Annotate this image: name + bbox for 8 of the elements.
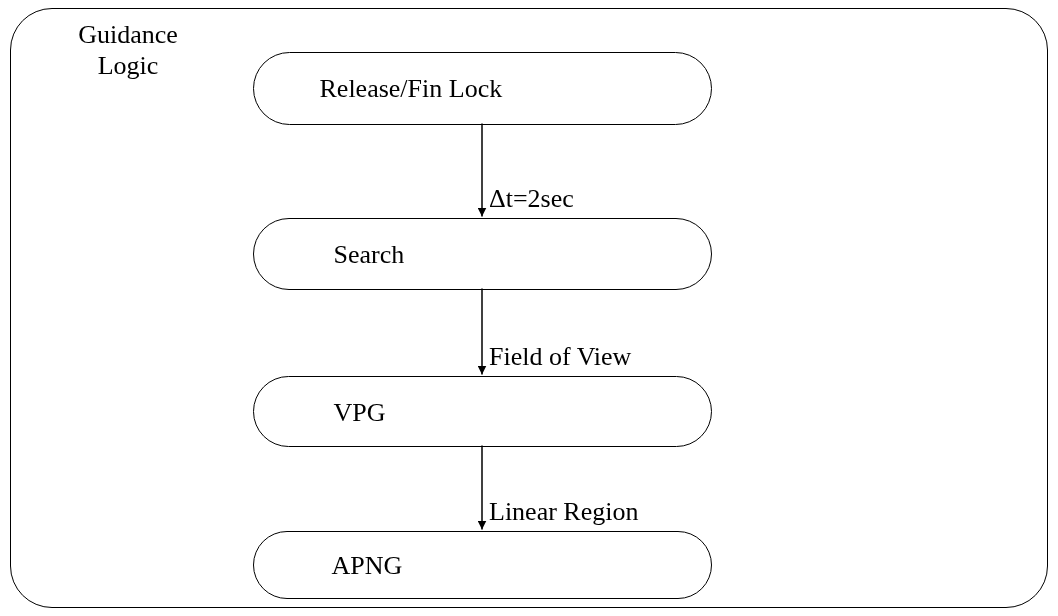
arrow (477, 287, 487, 376)
container-heading: Guidance Logic (77, 19, 179, 82)
state-label: VPG (333, 396, 386, 428)
state-label: APNG (331, 549, 403, 581)
state-label: Release/Fin Lock (319, 72, 503, 104)
state-label: Search (333, 238, 405, 270)
arrow (477, 122, 487, 218)
arrow (477, 444, 487, 531)
